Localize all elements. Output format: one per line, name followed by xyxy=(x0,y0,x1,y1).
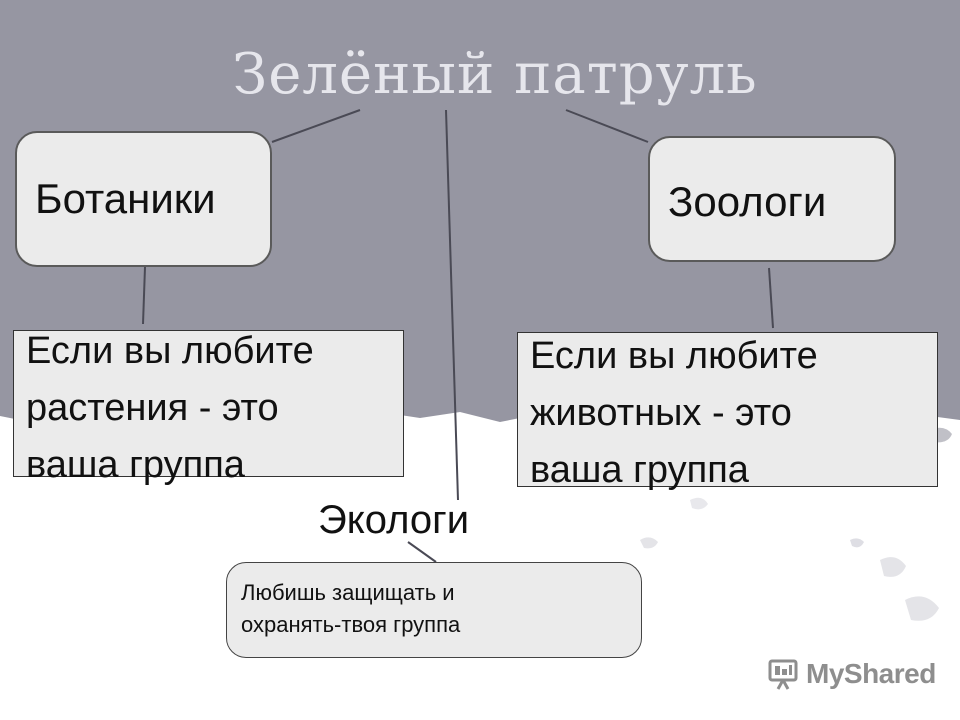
node-botany-label: Ботаники xyxy=(35,175,216,222)
paint-speck xyxy=(640,537,658,549)
paint-speck xyxy=(880,557,906,577)
zoology-description: Если вы любите животных - это ваша групп… xyxy=(530,335,818,491)
slide-title: Зелёный патруль xyxy=(232,42,758,107)
paint-speck xyxy=(850,538,864,548)
ecology-description: Любишь защищать и охранять-твоя группа xyxy=(241,580,461,637)
node-zoology: Зоологи xyxy=(648,136,896,262)
paint-speck xyxy=(690,497,708,510)
connector-zoology-desc xyxy=(768,267,774,329)
watermark-text: MyShared xyxy=(806,658,936,689)
presentation-screen-icon xyxy=(768,659,798,690)
node-botany: Ботаники xyxy=(15,131,272,267)
node-ecology-label: Экологи xyxy=(318,498,470,542)
connector-botany-desc xyxy=(142,266,146,325)
gray-header-band xyxy=(0,0,960,424)
botany-description: Если вы любите растения - это ваша групп… xyxy=(26,330,314,486)
ecology-description-box: Любишь защищать и охранять-твоя группа xyxy=(226,562,642,658)
paint-speck xyxy=(905,596,939,621)
node-zoology-label: Зоологи xyxy=(668,178,827,225)
connector-title-botany xyxy=(271,109,361,143)
connector-ecology-desc xyxy=(407,541,437,563)
zoology-description-box: Если вы любите животных - это ваша групп… xyxy=(517,332,938,491)
connector-title-ecology xyxy=(445,109,459,501)
connector-title-zoology xyxy=(565,109,649,143)
botany-description-box: Если вы любите растения - это ваша групп… xyxy=(13,330,404,486)
